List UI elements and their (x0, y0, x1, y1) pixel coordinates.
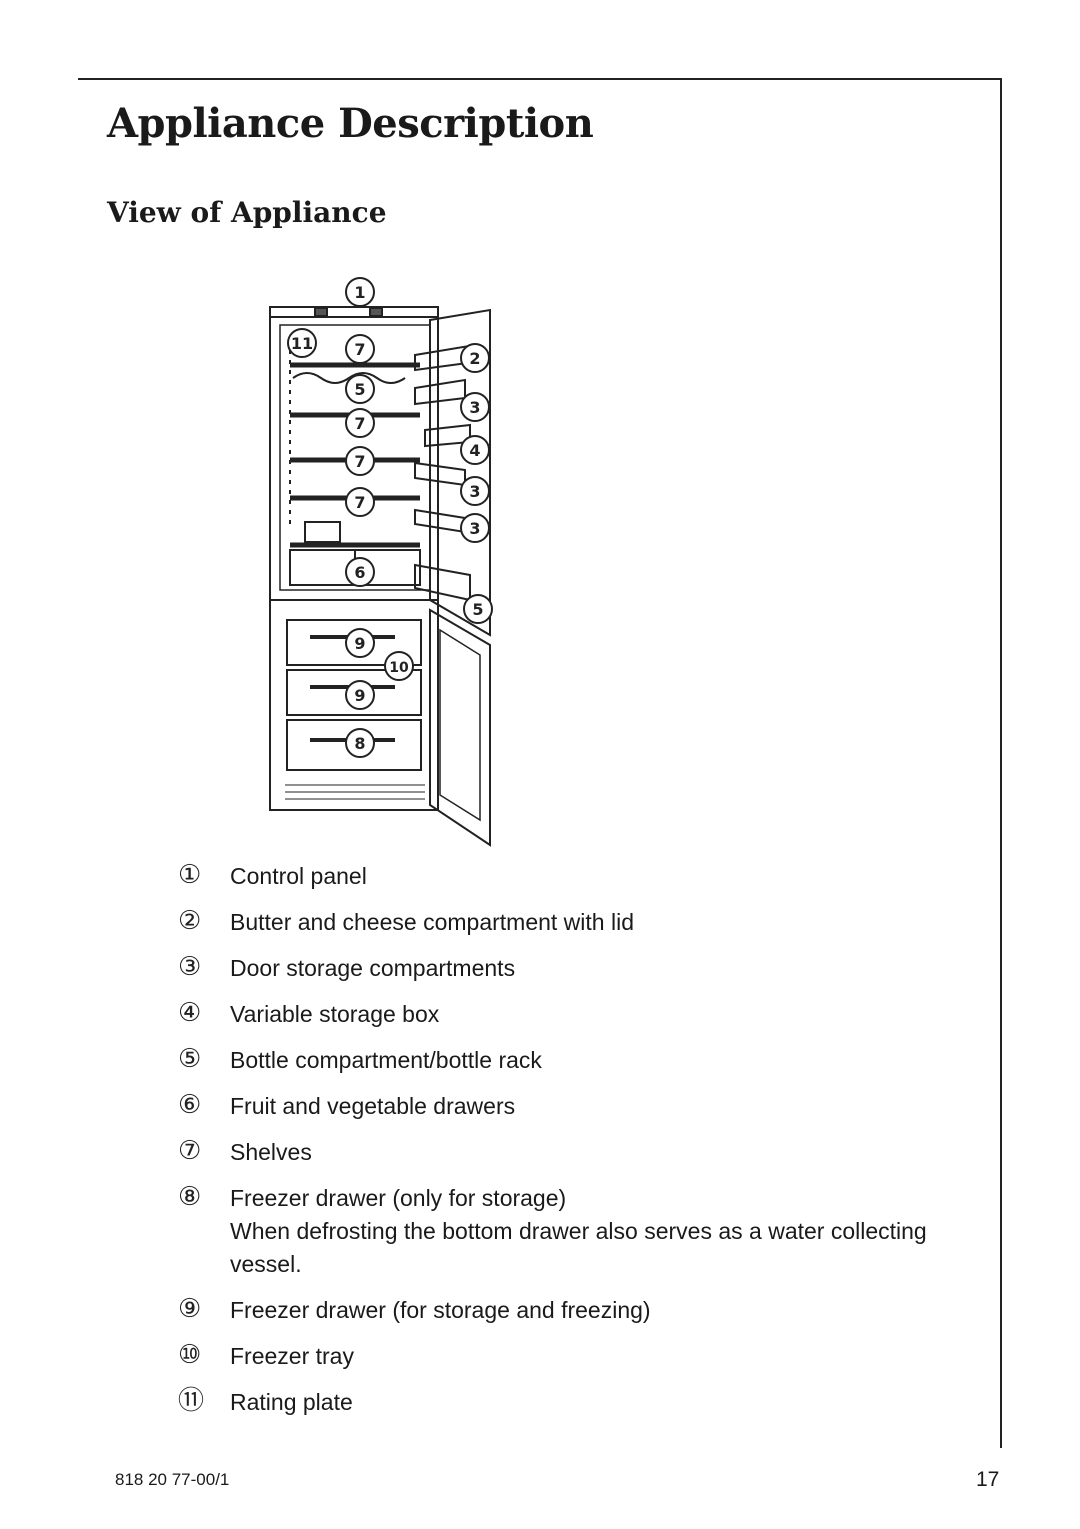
callout-label: 8 (354, 734, 365, 753)
right-rule (1000, 78, 1002, 1448)
freezer-drawer-middle (286, 669, 422, 716)
bottle-rack (292, 372, 406, 384)
freezer-door (429, 608, 491, 847)
callout-label: 11 (291, 334, 313, 353)
legend-number: ⑪ (178, 1386, 205, 1416)
callout-circle (345, 487, 375, 517)
legend-item: ② Butter and cheese compartment with lid (178, 906, 938, 952)
control-knob-right (369, 307, 383, 317)
legend-text: Freezer drawer (for storage and freezing… (230, 1297, 651, 1323)
callout-circle (460, 476, 490, 506)
callout-label: 3 (469, 519, 480, 538)
freezer-drawer-bottom (286, 719, 422, 771)
callout-label: 7 (354, 452, 365, 471)
callout-label: 1 (354, 283, 365, 302)
legend-list: ① Control panel ② Butter and cheese comp… (178, 860, 938, 1432)
callout-circle (460, 513, 490, 543)
legend-item: ① Control panel (178, 860, 938, 906)
callout-circle (345, 680, 375, 710)
callout-label: 3 (469, 398, 480, 417)
control-panel-strip (269, 306, 439, 318)
callout-circle (460, 435, 490, 465)
door-shelf-2 (414, 461, 466, 487)
legend-note: When defrosting the bottom drawer also s… (230, 1218, 927, 1277)
legend-item: ⑤ Bottle compartment/bottle rack (178, 1044, 938, 1090)
legend-text: Shelves (230, 1139, 312, 1165)
legend-item: ⑦ Shelves (178, 1136, 938, 1182)
legend-number: ⑧ (178, 1182, 202, 1212)
legend-item: ⑥ Fruit and vegetable drawers (178, 1090, 938, 1136)
legend-number: ⑩ (178, 1340, 202, 1370)
appliance-diagram: 1 11 7 2 5 3 7 4 7 3 7 3 6 (255, 270, 515, 860)
callout-circle (287, 328, 317, 358)
callout-circle (384, 651, 414, 681)
control-knob-left (314, 307, 328, 317)
callout-label: 4 (469, 441, 480, 460)
legend-text: Freezer drawer (only for storage) (230, 1185, 567, 1211)
door-shelf-3 (414, 508, 466, 534)
door-shelf-1 (414, 378, 466, 406)
callout-label: 5 (354, 380, 365, 399)
legend-number: ① (178, 860, 202, 890)
legend-text: Butter and cheese compartment with lid (230, 909, 634, 935)
legend-text: Freezer tray (230, 1343, 354, 1369)
legend-item: ⑨ Freezer drawer (for storage and freezi… (178, 1294, 938, 1340)
legend-number: ② (178, 906, 202, 936)
callout-circle (345, 374, 375, 404)
callout-circle (345, 557, 375, 587)
callout-label: 6 (354, 563, 365, 582)
legend-number: ③ (178, 952, 202, 982)
storage-box (304, 521, 341, 543)
callout-label: 7 (354, 493, 365, 512)
legend-number: ⑦ (178, 1136, 202, 1166)
page-number: 17 (976, 1468, 1000, 1491)
callout-circle (463, 594, 493, 624)
legend-number: ⑥ (178, 1090, 202, 1120)
callout-label: 9 (354, 686, 365, 705)
legend-item: ③ Door storage compartments (178, 952, 938, 998)
callout-circle (345, 334, 375, 364)
callouts: 1 11 7 2 5 3 7 4 7 3 7 3 6 (287, 277, 493, 758)
legend-text: Variable storage box (230, 1001, 440, 1027)
legend-number: ⑨ (178, 1294, 202, 1324)
callout-circle (460, 343, 490, 373)
callout-label: 2 (469, 349, 480, 368)
callout-circle (345, 408, 375, 438)
legend-number: ⑤ (178, 1044, 202, 1074)
door-bottle-rack (414, 563, 471, 602)
freezer-cabinet (269, 599, 439, 811)
freezer-door-inner (439, 628, 481, 822)
document-code: 818 20 77-00/1 (115, 1470, 230, 1489)
fridge-door (429, 308, 491, 637)
section-title: View of Appliance (107, 196, 387, 229)
callout-label: 9 (354, 634, 365, 653)
callout-label: 7 (354, 414, 365, 433)
callout-circle (345, 277, 375, 307)
appliance-drawing: 1 11 7 2 5 3 7 4 7 3 7 3 6 (269, 277, 493, 847)
callout-label: 5 (472, 600, 483, 619)
legend-text: Rating plate (230, 1389, 353, 1415)
legend-number: ④ (178, 998, 202, 1028)
legend-text: Control panel (230, 863, 367, 889)
legend-item: ④ Variable storage box (178, 998, 938, 1044)
callout-label: 10 (389, 660, 409, 676)
callout-circle (345, 446, 375, 476)
legend-item: ⑧ Freezer drawer (only for storage) When… (178, 1182, 938, 1294)
legend-text-group: Freezer drawer (only for storage) When d… (230, 1182, 938, 1281)
freezer-drawer-top (286, 619, 422, 666)
legend-text: Fruit and vegetable drawers (230, 1093, 516, 1119)
top-rule (78, 78, 1002, 80)
callout-label: 7 (354, 340, 365, 359)
callout-circle (345, 728, 375, 758)
legend-text: Door storage compartments (230, 955, 516, 981)
legend-text: Bottle compartment/bottle rack (230, 1047, 542, 1073)
legend-item: ⑪ Rating plate (178, 1386, 938, 1432)
callout-circle (460, 392, 490, 422)
callout-circle (345, 628, 375, 658)
callout-label: 3 (469, 482, 480, 501)
legend-item: ⑩ Freezer tray (178, 1340, 938, 1386)
page-title: Appliance Description (107, 100, 594, 147)
